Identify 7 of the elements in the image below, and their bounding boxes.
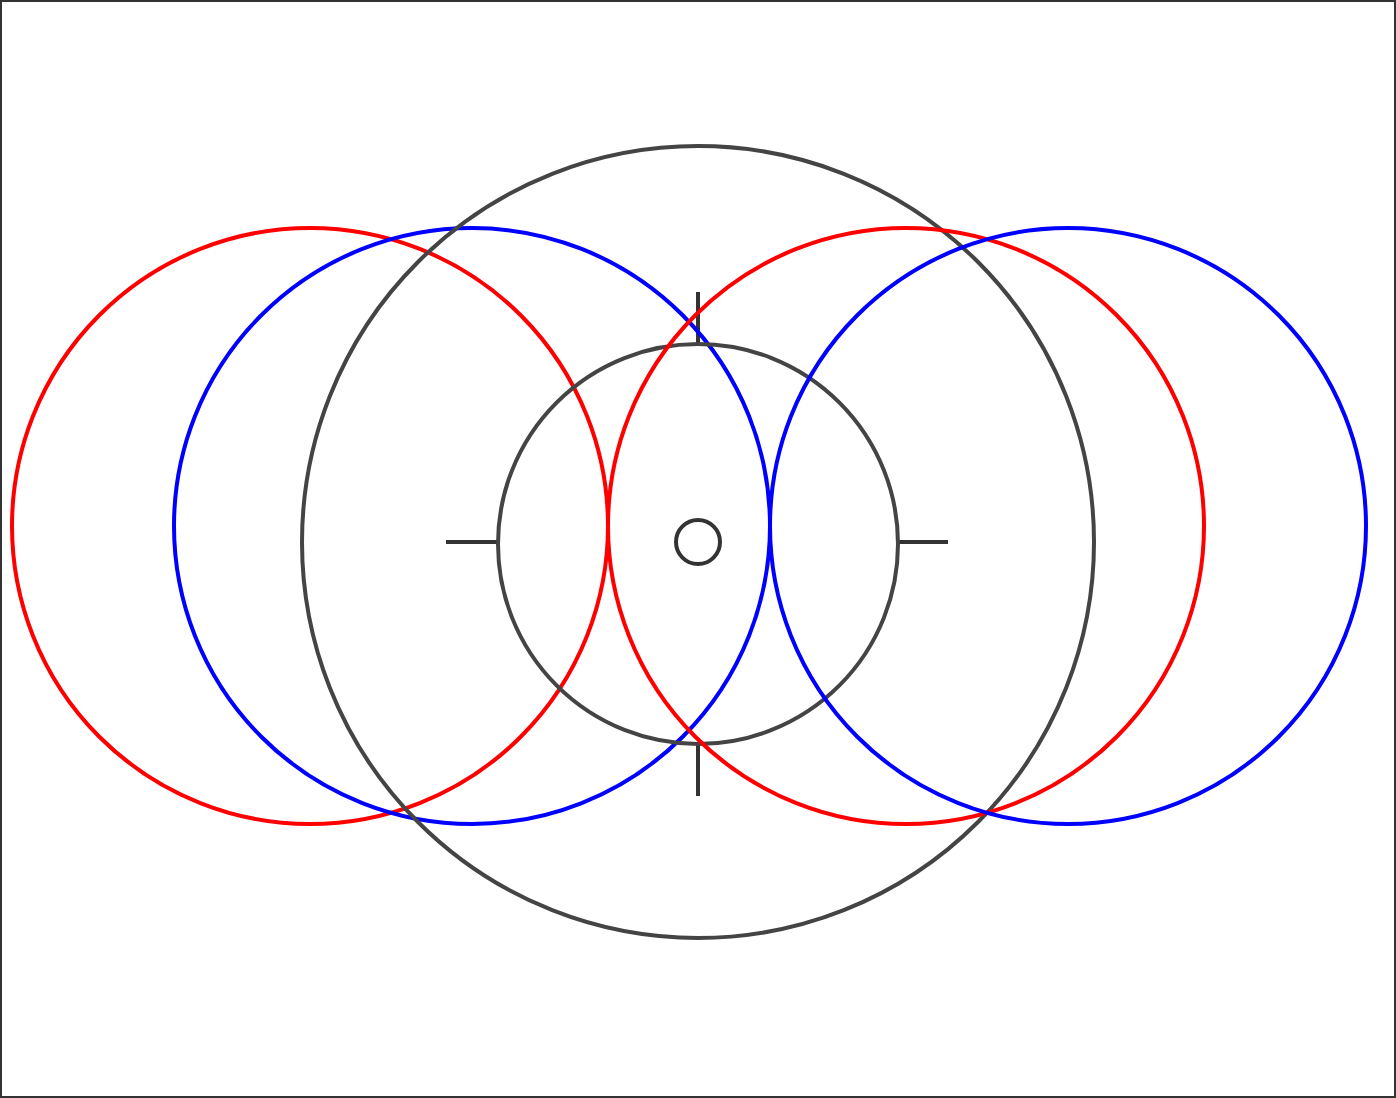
circle-outline [606,226,1206,826]
circle-outline [496,342,900,746]
circle-outline [172,226,772,826]
circle-outline [300,144,1096,940]
circle-outline [674,518,722,566]
circle-outline [768,226,1368,826]
circle-outline [10,226,610,826]
